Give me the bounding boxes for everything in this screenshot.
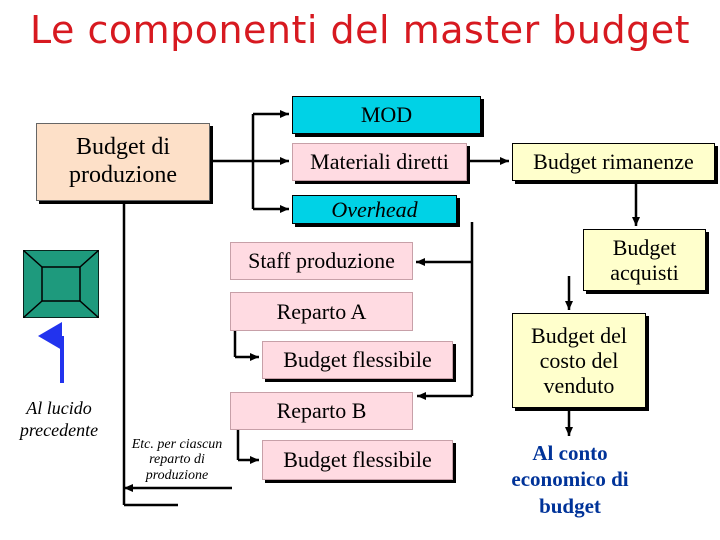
- budget-flessibile-a-node: Budget flessibile: [262, 341, 453, 379]
- etc-reparto-label: Etc. per ciascun reparto di produzione: [131, 437, 223, 483]
- staff-produzione-node: Staff produzione: [230, 242, 413, 280]
- budget-flessibile-b-node: Budget flessibile: [262, 440, 453, 480]
- reparto-b-node: Reparto B: [230, 392, 413, 430]
- budget-costo-venduto-node: Budget del costo del venduto: [512, 313, 646, 408]
- materiali-diretti-node: Materiali diretti: [292, 143, 467, 181]
- reparto-a-node: Reparto A: [230, 292, 413, 331]
- al-conto-economico-label: Al conto economico di budget: [511, 441, 629, 518]
- overhead-node: Overhead: [292, 195, 457, 224]
- al-lucido-precedente-label[interactable]: Al lucido precedente: [19, 398, 99, 440]
- page-title: Le componenti del master budget: [29, 8, 690, 52]
- budget-produzione-node: Budget di produzione: [36, 123, 210, 201]
- nav-frame-icon[interactable]: [22, 249, 100, 319]
- budget-acquisti-node: Budget acquisti: [583, 229, 706, 291]
- budget-rimanenze-node: Budget rimanenze: [512, 143, 715, 181]
- nav-frame-icon-graphic: [22, 249, 100, 319]
- mod-node: MOD: [292, 96, 481, 134]
